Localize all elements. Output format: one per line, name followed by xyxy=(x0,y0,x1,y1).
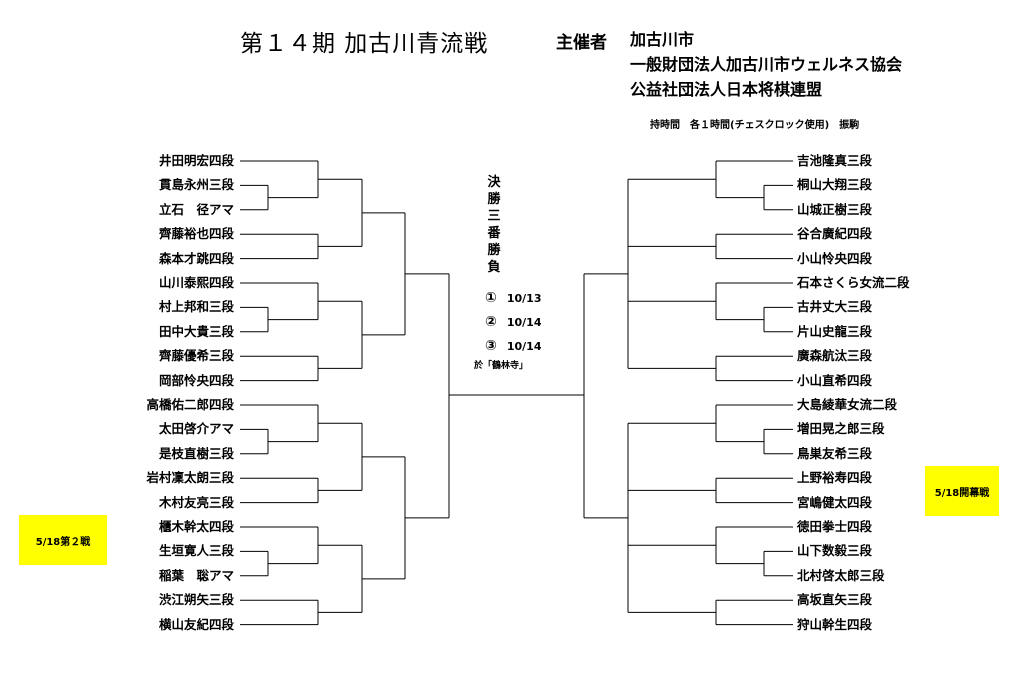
left-player-14: 岩村凜太朗三段 xyxy=(146,470,234,486)
left-player-18: 稲葉 聡アマ xyxy=(158,567,234,583)
game-date: 10/13 xyxy=(506,292,542,305)
right-player-10: 小山直希四段 xyxy=(797,372,873,388)
final-game-1: ① 10/13 xyxy=(485,290,542,306)
final-game-3: ③ 10/14 xyxy=(485,338,542,354)
left-player-19: 渋江朔矢三段 xyxy=(158,592,234,608)
right-player-17: 山下数毅三段 xyxy=(797,543,873,559)
organizer-2: 一般財団法人加古川市ウェルネス協会 xyxy=(630,55,903,74)
left-player-8: 田中大貴三段 xyxy=(158,323,234,339)
right-player-5: 小山怜央四段 xyxy=(797,250,873,266)
left-player-3: 立石 径アマ xyxy=(158,201,234,217)
left-player-16: 櫃木幹太四段 xyxy=(158,519,234,534)
right-player-11: 大島綾華女流二段 xyxy=(797,397,898,412)
left-player-13: 是枝直樹三段 xyxy=(158,445,234,461)
right-player-3: 山城正樹三段 xyxy=(797,201,873,217)
game-number: ③ xyxy=(485,338,497,354)
right-player-12: 増田晃之郎三段 xyxy=(797,421,885,437)
right-player-1: 吉池隆真三段 xyxy=(797,153,873,168)
right-player-13: 鳥巣友希三段 xyxy=(797,445,873,461)
right-block-date-badge: 5/18開幕戦 xyxy=(925,466,999,516)
right-player-2: 桐山大翔三段 xyxy=(797,177,873,193)
left-player-20: 横山友紀四段 xyxy=(158,616,234,632)
left-player-12: 太田啓介アマ xyxy=(158,421,234,437)
left-player-10: 岡部怜央四段 xyxy=(158,372,234,388)
left-player-17: 生垣寛人三段 xyxy=(158,543,234,559)
game-number: ① xyxy=(485,290,497,306)
right-player-15: 宮嶋健太四段 xyxy=(797,494,873,510)
final-match-title: 決勝三番勝負 xyxy=(487,175,501,275)
game-date: 10/14 xyxy=(506,340,542,353)
right-player-8: 片山史龍三段 xyxy=(797,323,873,339)
right-player-20: 狩山幹生四段 xyxy=(797,616,873,632)
left-player-7: 村上邦和三段 xyxy=(158,299,234,315)
game-date: 10/14 xyxy=(506,316,542,329)
page-title: 第１４期 加古川青流戦 xyxy=(240,31,489,57)
left-block-date-badge: 5/18第２戦 xyxy=(19,515,107,565)
right-player-7: 古井丈大三段 xyxy=(797,299,873,315)
organizer-1: 加古川市 xyxy=(630,30,695,49)
left-player-1: 井田明宏四段 xyxy=(158,153,234,168)
left-player-11: 高橋佑二郎四段 xyxy=(146,397,234,412)
time-control: 持時間 各１時間(チェスクロック使用) 振駒 xyxy=(650,120,860,131)
organizer-label: 主催者 xyxy=(556,33,607,53)
right-player-18: 北村啓太郎三段 xyxy=(797,567,885,583)
game-number: ② xyxy=(485,314,497,330)
left-player-6: 山川泰熙四段 xyxy=(158,275,234,290)
final-venue: 於「鶴林寺」 xyxy=(474,361,529,371)
right-player-16: 徳田拳士四段 xyxy=(797,519,873,534)
right-player-4: 谷合廣紀四段 xyxy=(797,226,873,242)
left-player-2: 貫島永州三段 xyxy=(158,177,234,193)
right-player-9: 廣森航汰三段 xyxy=(797,348,873,364)
left-player-5: 森本才跳四段 xyxy=(158,250,234,266)
right-player-6: 石本さくら女流二段 xyxy=(797,275,910,290)
right-player-14: 上野裕寿四段 xyxy=(797,470,873,486)
final-game-2: ② 10/14 xyxy=(485,314,542,330)
left-player-15: 木村友亮三段 xyxy=(158,494,234,510)
left-player-4: 齊藤裕也四段 xyxy=(158,226,234,242)
right-player-19: 高坂直矢三段 xyxy=(797,592,873,608)
left-player-9: 齊藤優希三段 xyxy=(158,348,234,364)
organizer-3: 公益社団法人日本将棋連盟 xyxy=(630,80,823,99)
